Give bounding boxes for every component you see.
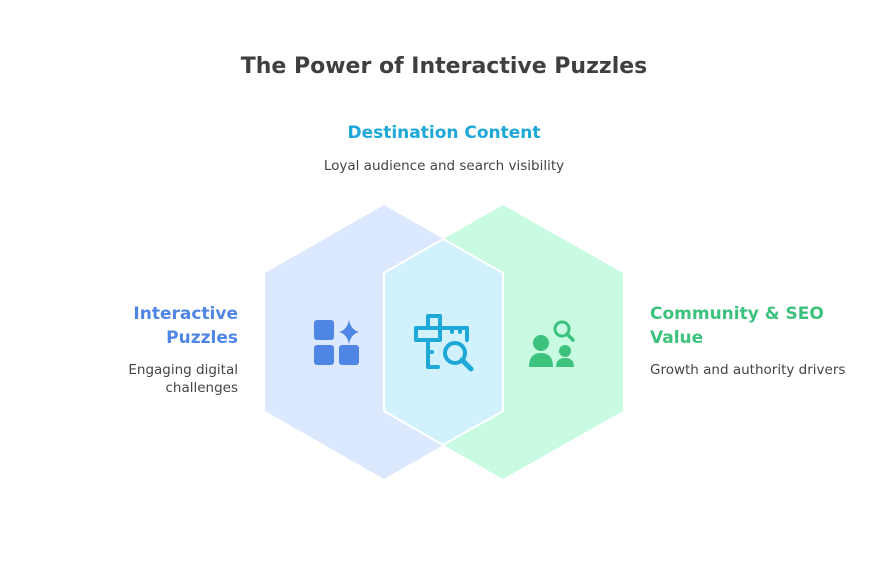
community-seo-description: Growth and authority drivers: [650, 362, 846, 378]
interactive-puzzles-heading: Interactive Puzzles: [133, 304, 238, 348]
people-search-icon: [529, 320, 575, 367]
page-title: The Power of Interactive Puzzles: [240, 54, 648, 79]
crossword-search-icon: [414, 314, 474, 372]
hexagon-destination-content: [383, 237, 504, 447]
community-seo-heading: Community & SEO Value: [650, 304, 824, 348]
destination-content-heading: Destination Content: [347, 123, 541, 143]
apps-sparkle-icon: [314, 320, 359, 365]
destination-content-description: Loyal audience and search visibility: [323, 158, 565, 174]
interactive-puzzles-description: Engaging digital challenges: [128, 362, 238, 396]
